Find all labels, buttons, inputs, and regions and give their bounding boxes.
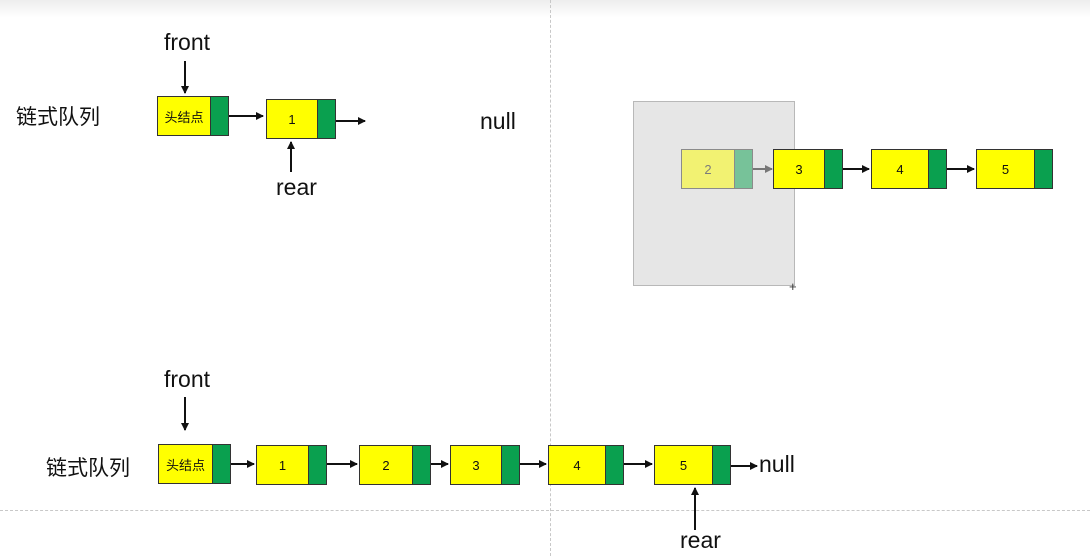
head-node-data: 头结点 <box>158 444 213 484</box>
head-node-pointer <box>211 96 229 136</box>
dragged-node-3[interactable]: 3 <box>773 149 843 189</box>
vertical-guide-line <box>550 0 551 556</box>
horizontal-guide-line <box>0 510 1090 511</box>
top-queue-label: 链式队列 <box>16 106 100 129</box>
dragged-node-5[interactable]: 5 <box>976 149 1053 189</box>
bottom-head-node[interactable]: 头结点 <box>158 444 231 484</box>
bottom-queue-label: 链式队列 <box>46 457 130 480</box>
crosshair-cursor-icon: + <box>789 279 797 294</box>
bottom-node-1[interactable]: 1 <box>256 445 327 485</box>
node-data: 2 <box>681 149 735 189</box>
bottom-node-5[interactable]: 5 <box>654 445 731 485</box>
node-pointer <box>606 445 624 485</box>
bottom-rear-label: rear <box>680 527 721 553</box>
bottom-null-label: null <box>759 451 795 477</box>
bottom-front-label: front <box>164 366 211 392</box>
node-data: 2 <box>359 445 413 485</box>
node-data: 5 <box>654 445 713 485</box>
top-rear-label: rear <box>276 174 317 200</box>
node-data: 4 <box>871 149 929 189</box>
top-head-node[interactable]: 头结点 <box>157 96 229 136</box>
node-data: 4 <box>548 445 606 485</box>
node-pointer <box>929 149 947 189</box>
top-node-1[interactable]: 1 <box>266 99 336 139</box>
node-pointer <box>825 149 843 189</box>
selection-rectangle[interactable] <box>633 101 795 286</box>
node-pointer <box>713 445 731 485</box>
node-pointer <box>735 149 753 189</box>
node-pointer <box>1035 149 1053 189</box>
bottom-node-2[interactable]: 2 <box>359 445 431 485</box>
node-data: 1 <box>256 445 309 485</box>
top-null-label: null <box>480 108 516 134</box>
head-node-pointer <box>213 444 231 484</box>
node-data: 1 <box>266 99 318 139</box>
dragged-node-2[interactable]: 2 <box>681 149 753 189</box>
node-pointer <box>502 445 520 485</box>
head-node-data: 头结点 <box>157 96 211 136</box>
dragged-node-4[interactable]: 4 <box>871 149 947 189</box>
window-top-band <box>0 0 1090 18</box>
node-data: 3 <box>773 149 825 189</box>
top-front-label: front <box>164 29 211 55</box>
node-pointer <box>318 99 336 139</box>
node-data: 5 <box>976 149 1035 189</box>
node-pointer <box>309 445 327 485</box>
node-data: 3 <box>450 445 502 485</box>
node-pointer <box>413 445 431 485</box>
bottom-node-3[interactable]: 3 <box>450 445 520 485</box>
bottom-node-4[interactable]: 4 <box>548 445 624 485</box>
